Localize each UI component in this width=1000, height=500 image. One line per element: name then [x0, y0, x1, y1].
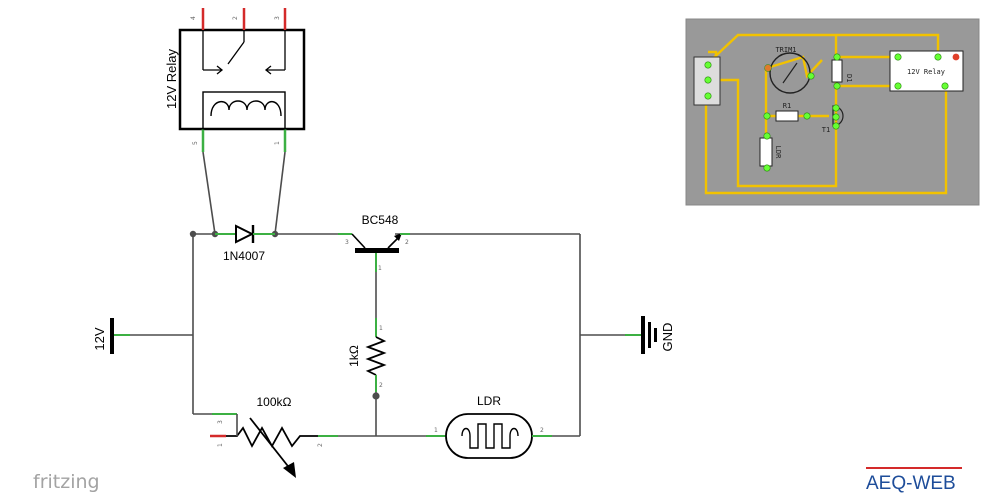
pcb-relay-label: 12V Relay: [907, 68, 945, 76]
pcb-preview: TRIM1 D1 12V Relay R1 T1 LDR: [685, 18, 980, 206]
diode-triangle: [235, 224, 255, 244]
pcb-diode-label: D1: [845, 74, 853, 82]
relay-coil: [202, 91, 286, 130]
ldr-trace: [461, 423, 519, 449]
power-supply: 12V: [92, 318, 130, 354]
relay-switch: [202, 30, 286, 75]
ground-label: GND: [660, 323, 675, 352]
pcb-pad-red: [952, 53, 960, 61]
pot-pin-label: 1: [217, 443, 224, 447]
pot-label: 100kΩ: [257, 395, 292, 409]
resistor-pin-label: 1: [379, 325, 383, 332]
relay-pin-label: 5: [192, 141, 199, 145]
ldr-pin-label: 1: [434, 427, 438, 434]
relay: 4 2 3 5 1 12V Relay: [164, 8, 306, 152]
ground-bar: [654, 328, 657, 342]
pot-pin-label: 3: [217, 420, 224, 424]
transistor-collector: [351, 233, 366, 249]
pot-pin-label: 2: [317, 443, 324, 447]
diode: 1N4007: [215, 224, 275, 263]
pcb-resistor-label: R1: [783, 102, 791, 110]
ground-bar: [641, 316, 645, 354]
junction-dots: [189, 230, 380, 400]
resistor-zigzag: [365, 336, 387, 376]
pcb-trimmer-slot: [782, 62, 798, 84]
transistor-pin-label: 3: [345, 239, 349, 246]
fritzing-brand: fritzing: [33, 471, 100, 493]
ldr-pin-label: 2: [540, 427, 544, 434]
pcb-diode: [831, 59, 843, 83]
resistor: 1 2 1kΩ: [347, 318, 387, 392]
relay-pin-label: 2: [232, 16, 239, 20]
pcb-pads: [704, 53, 949, 172]
pcb-ldr-label: LDR: [774, 146, 782, 159]
pot-wiper-arrow: [283, 462, 296, 478]
ldr: 1 2 LDR: [426, 394, 552, 459]
resistor-label: 1kΩ: [347, 345, 361, 367]
relay-pin-label: 3: [274, 16, 281, 20]
transistor-pin-label: 1: [378, 265, 382, 272]
transistor-label: BC548: [362, 213, 399, 227]
pcb-trim-label: TRIM1: [775, 46, 796, 54]
junction-dot: [189, 230, 197, 238]
transistor-base-bar: [355, 248, 399, 253]
ldr-body: [445, 413, 533, 459]
supply-label: 12V: [92, 327, 107, 350]
ground-bar: [648, 322, 651, 348]
relay-body: [178, 28, 306, 131]
ldr-label: LDR: [477, 394, 501, 408]
pcb-resistor: [775, 110, 799, 122]
pot-zigzag: [226, 426, 318, 448]
aeq-web-logo: AEQ-WEB: [866, 467, 962, 494]
transistor: 3 2 1 BC548: [338, 213, 410, 272]
relay-pin-label: 4: [190, 16, 197, 20]
relay-pin-label: 1: [274, 141, 281, 145]
transistor-pin-label: 2: [405, 239, 409, 246]
wire-relay-pin1: [274, 151, 286, 235]
diode-label: 1N4007: [223, 249, 265, 263]
potentiometer: 3 1 2 100kΩ: [210, 395, 338, 478]
logo-text: AEQ-WEB: [866, 473, 956, 494]
resistor-pin-label: 2: [379, 382, 383, 389]
supply-bar: [110, 318, 114, 354]
pcb-pad-square: [764, 64, 772, 72]
pot-wiper: [249, 417, 292, 471]
relay-label: 12V Relay: [164, 49, 179, 109]
pcb-transistor-label: T1: [822, 126, 830, 134]
ground: GND: [625, 316, 675, 354]
pcb-relay: [889, 50, 964, 92]
wire-relay-pin5: [202, 151, 216, 235]
pcb-traces: [704, 33, 948, 195]
pcb-ldr: [759, 137, 773, 167]
junction-dot: [372, 392, 380, 400]
